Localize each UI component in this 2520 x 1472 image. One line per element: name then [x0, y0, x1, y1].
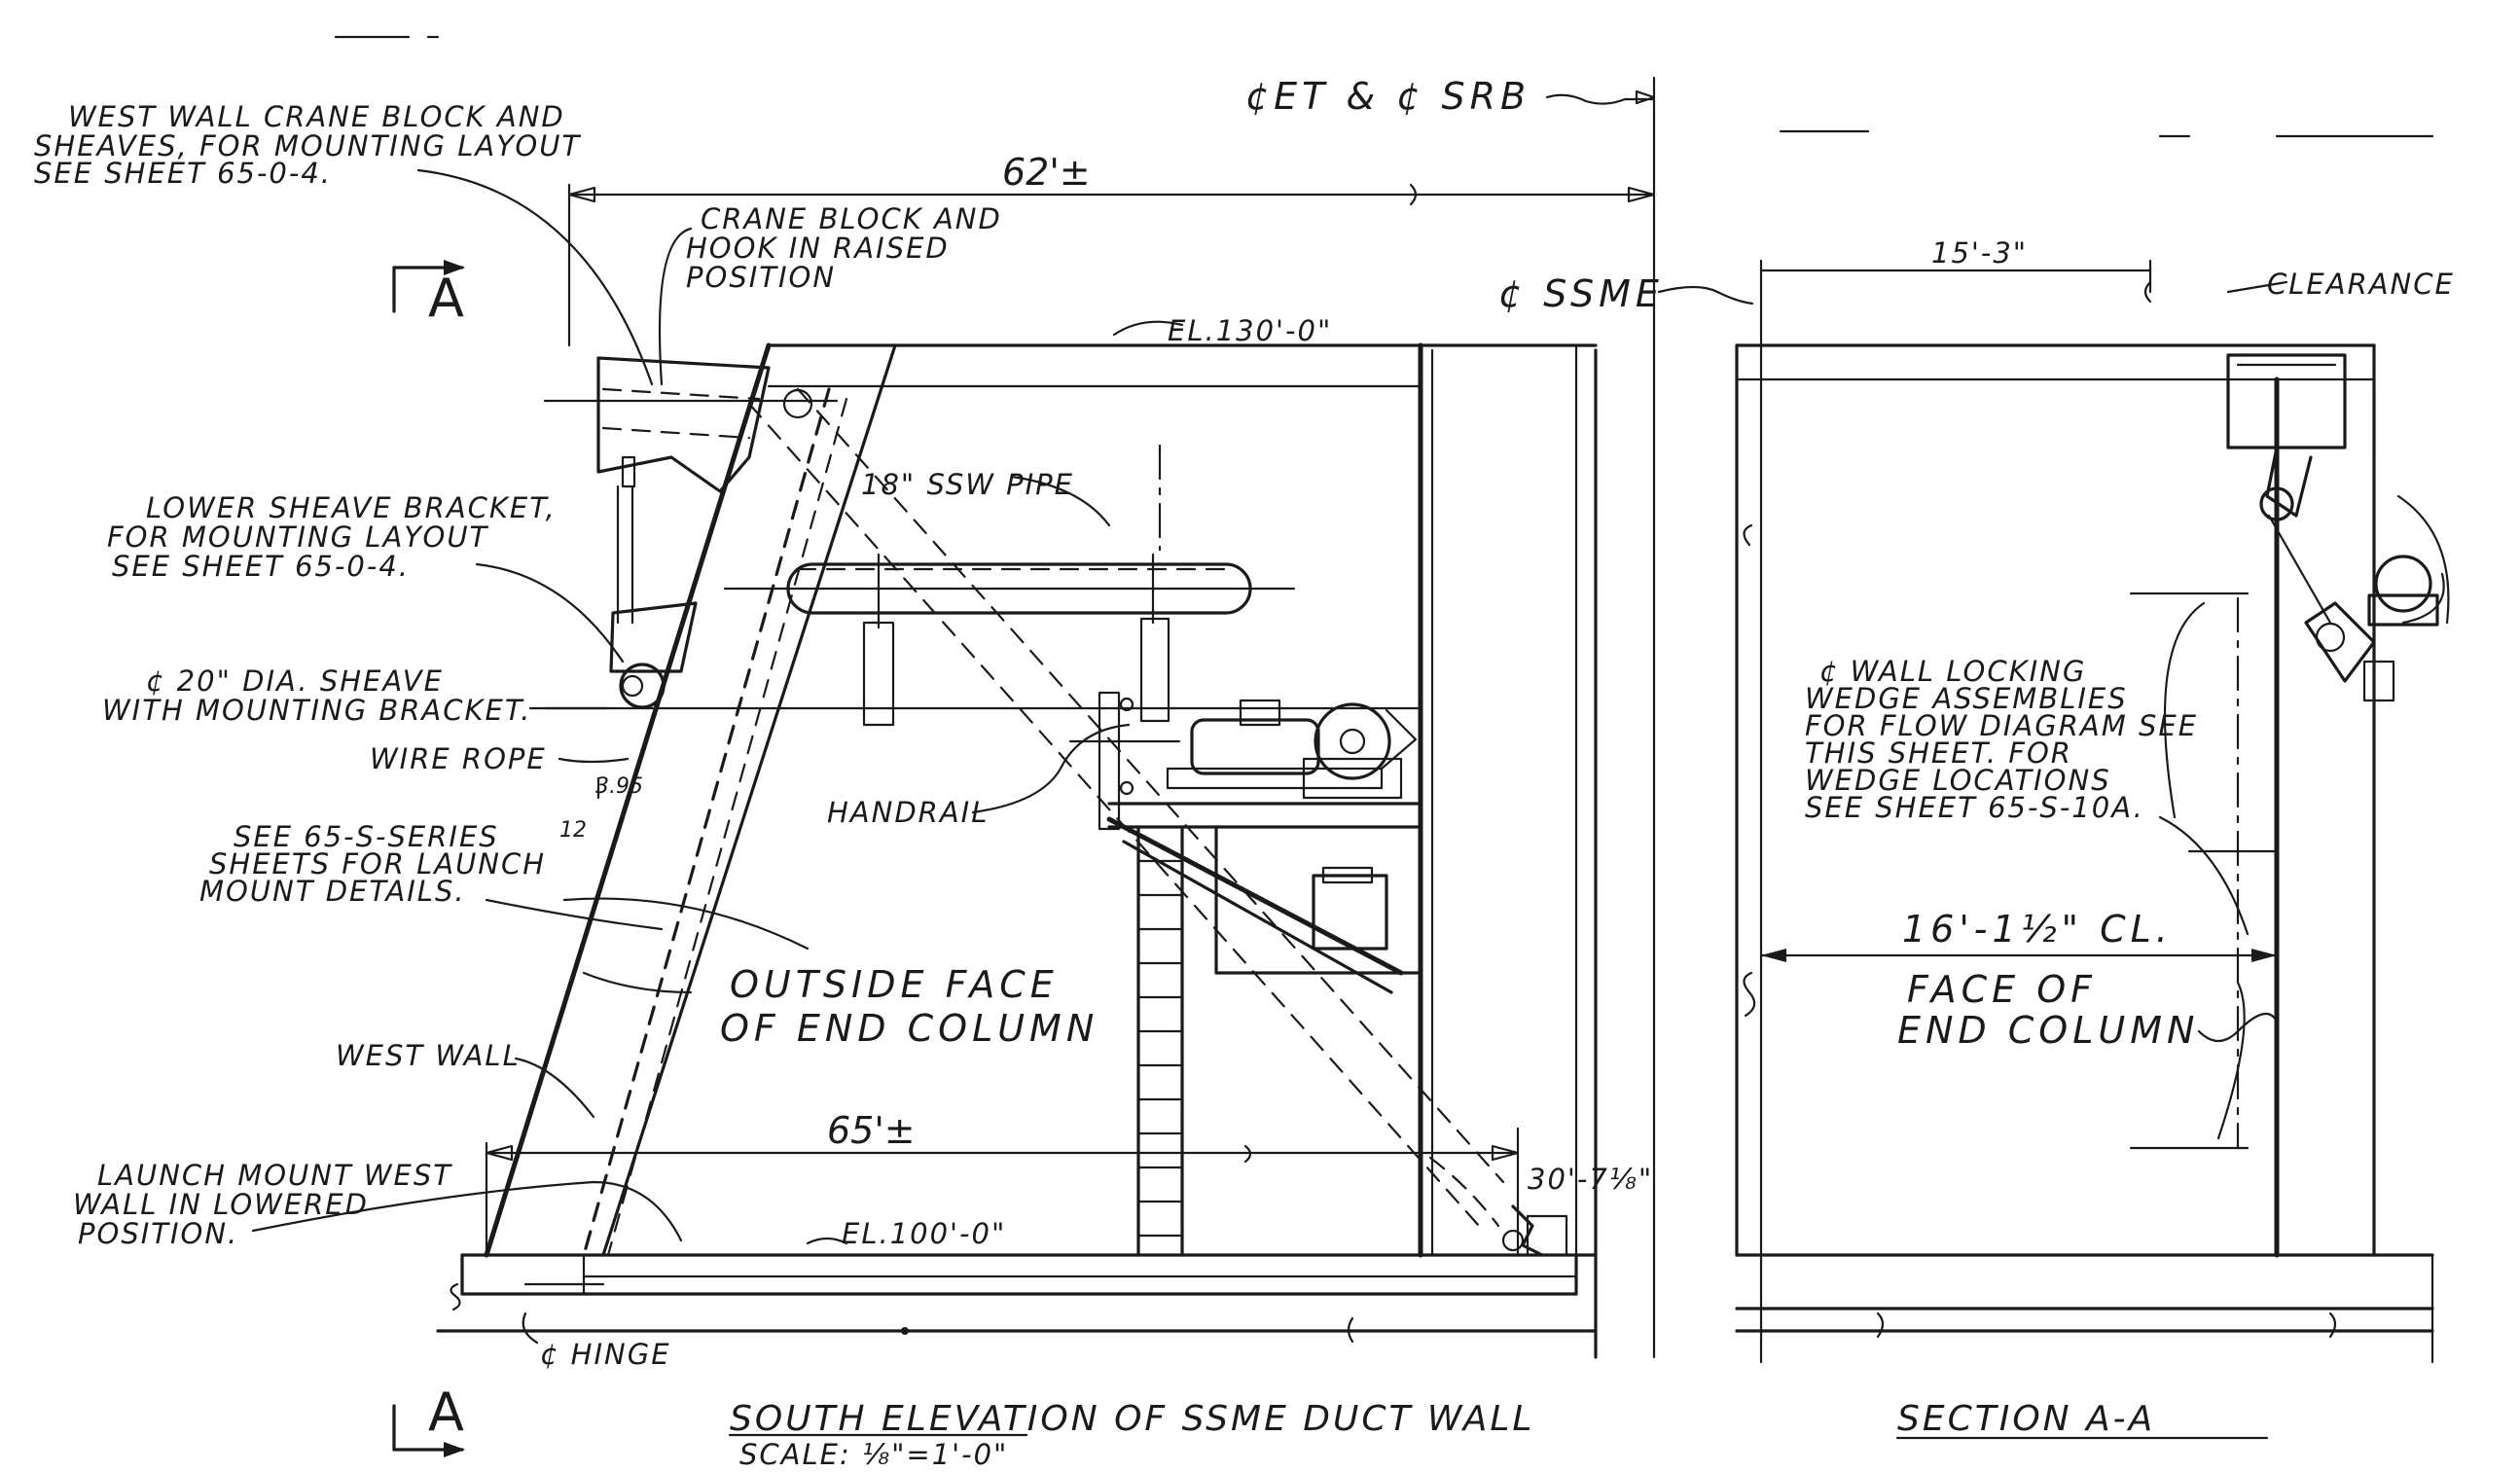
- title-section-aa: SECTION A-A: [1897, 1399, 2155, 1439]
- svg-text:MOUNT DETAILS.: MOUNT DETAILS.: [199, 875, 466, 908]
- svg-text:HOOK IN RAISED: HOOK IN RAISED: [686, 232, 950, 265]
- dim-30: 30'-7⅛": [1528, 1163, 1653, 1196]
- svg-text:SHEETS FOR LAUNCH: SHEETS FOR LAUNCH: [209, 847, 546, 880]
- hinge-label: ¢ HINGE: [540, 1338, 671, 1371]
- svg-text:LAUNCH MOUNT WEST: LAUNCH MOUNT WEST: [97, 1159, 452, 1192]
- svg-text:CRANE BLOCK AND: CRANE BLOCK AND: [701, 202, 1002, 235]
- section-mark-top: A: [428, 268, 464, 329]
- see-65s-line-1: SEE 65-S-SERIES: [234, 820, 499, 853]
- svg-text:SEE SHEET 65-0-4.: SEE SHEET 65-0-4.: [112, 550, 410, 583]
- outside-face-line-1: OUTSIDE FACE: [730, 963, 1059, 1006]
- wall-locking-line-1: ¢ WALL LOCKING: [1819, 655, 2086, 688]
- sheave-20-line-1: ¢ 20" DIA. SHEAVE: [146, 664, 444, 698]
- svg-text:¢ WALL LOCKING: ¢ WALL LOCKING: [1819, 655, 2086, 688]
- svg-text:OUTSIDE FACE: OUTSIDE FACE: [730, 963, 1059, 1006]
- svg-text:FOR FLOW DIAGRAM SEE: FOR FLOW DIAGRAM SEE: [1805, 709, 2198, 742]
- et-srb-label: ¢ET & ¢ SRB: [1245, 75, 1530, 118]
- wall-locking-line-3: FOR FLOW DIAGRAM SEE: [1805, 709, 2198, 742]
- svg-text:OF END COLUMN: OF END COLUMN: [720, 1007, 1098, 1050]
- section-mark-bottom: A: [428, 1382, 464, 1443]
- wall-locking-line-2: WEDGE ASSEMBLIES: [1805, 682, 2128, 715]
- svg-text:END COLUMN: END COLUMN: [1897, 1009, 2199, 1052]
- ladder-rungs: [1136, 859, 1184, 1238]
- wall-locking-line-4: THIS SHEET. FOR: [1805, 736, 2072, 770]
- svg-text:¢ 20" DIA. SHEAVE: ¢ 20" DIA. SHEAVE: [146, 664, 444, 698]
- el-100-label: EL.100'-0": [842, 1217, 1006, 1250]
- section-a-a: [1735, 129, 2450, 1364]
- west-crane-line-2: SHEAVES, FOR MOUNTING LAYOUT: [34, 129, 581, 162]
- lower-sheave-line-2: FOR MOUNTING LAYOUT: [107, 521, 489, 554]
- west-crane-line-1: WEST WALL CRANE BLOCK AND: [68, 100, 565, 133]
- svg-text:POSITION.: POSITION.: [78, 1217, 238, 1250]
- launch-mount-line-1: LAUNCH MOUNT WEST: [97, 1159, 452, 1192]
- launch-mount-line-3: POSITION.: [78, 1217, 238, 1250]
- svg-text:SHEAVES, FOR MOUNTING LAYOUT: SHEAVES, FOR MOUNTING LAYOUT: [34, 129, 581, 162]
- svg-text:SEE SHEET 65-S-10A.: SEE SHEET 65-S-10A.: [1805, 791, 2144, 824]
- ssw-pipe-label: 18" SSW PIPE: [861, 468, 1074, 501]
- see-65s-line-2: SHEETS FOR LAUNCH: [209, 847, 546, 880]
- svg-text:FACE OF: FACE OF: [1907, 968, 2097, 1011]
- svg-text:WEDGE ASSEMBLIES: WEDGE ASSEMBLIES: [1805, 682, 2128, 715]
- el-130-label: EL.130'-0": [1168, 314, 1332, 347]
- west-wall-label: WEST WALL: [336, 1039, 521, 1072]
- wall-locking-line-6: SEE SHEET 65-S-10A.: [1805, 791, 2144, 824]
- crane-hook-line-2: HOOK IN RAISED: [686, 232, 950, 265]
- dim-62: 62'±: [1002, 151, 1091, 194]
- svg-text:THIS SHEET. FOR: THIS SHEET. FOR: [1805, 736, 2072, 770]
- west-crane-line-3: SEE SHEET 65-0-4.: [34, 157, 332, 190]
- svg-text:LOWER SHEAVE BRACKET,: LOWER SHEAVE BRACKET,: [146, 491, 557, 524]
- svg-text:WEDGE LOCATIONS: WEDGE LOCATIONS: [1805, 764, 2111, 797]
- launch-mount-line-2: WALL IN LOWERED: [73, 1188, 369, 1221]
- sheave-20-line-2: WITH MOUNTING BRACKET.: [102, 694, 531, 727]
- dim-65: 65'±: [827, 1109, 916, 1152]
- svg-text:FOR MOUNTING LAYOUT: FOR MOUNTING LAYOUT: [107, 521, 489, 554]
- svg-text:SEE 65-S-SERIES: SEE 65-S-SERIES: [234, 820, 499, 853]
- svg-text:WITH MOUNTING BRACKET.: WITH MOUNTING BRACKET.: [102, 694, 531, 727]
- title-south-elevation: SOUTH ELEVATION OF SSME DUCT WALL: [730, 1399, 1534, 1439]
- svg-text:SEE SHEET 65-0-4.: SEE SHEET 65-0-4.: [34, 157, 332, 190]
- south-elevation: [251, 35, 1754, 1457]
- see-65s-line-3: MOUNT DETAILS.: [199, 875, 466, 908]
- ssme-label: ¢ SSME: [1498, 272, 1664, 315]
- wire-rope-label: WIRE ROPE: [370, 742, 547, 775]
- outside-face-line-2: OF END COLUMN: [720, 1007, 1098, 1050]
- face-end-col-line-1: FACE OF: [1907, 968, 2097, 1011]
- svg-text:POSITION: POSITION: [686, 261, 836, 294]
- annotations: WEST WALL CRANE BLOCK AND SHEAVES, FOR M…: [34, 75, 2455, 1471]
- crane-hook-line-3: POSITION: [686, 261, 836, 294]
- crane-hook-line-1: CRANE BLOCK AND: [701, 202, 1002, 235]
- handrail-label: HANDRAIL: [827, 796, 989, 829]
- slope-12: 12: [559, 818, 587, 843]
- lower-sheave-line-1: LOWER SHEAVE BRACKET,: [146, 491, 557, 524]
- dim-15-label: 15'-3": [1931, 236, 2028, 269]
- dim-16-label: 16'-1½" CL.: [1902, 908, 2173, 951]
- clearance-label: CLEARANCE: [2267, 268, 2455, 301]
- slope-395: 3.95: [595, 774, 643, 799]
- lower-sheave-line-3: SEE SHEET 65-0-4.: [112, 550, 410, 583]
- wall-locking-line-5: WEDGE LOCATIONS: [1805, 764, 2111, 797]
- scale-label: SCALE: ⅛"=1'-0": [739, 1438, 1008, 1471]
- face-end-col-line-2: END COLUMN: [1897, 1009, 2199, 1052]
- svg-text:WEST WALL CRANE BLOCK AND: WEST WALL CRANE BLOCK AND: [68, 100, 565, 133]
- svg-text:WALL IN LOWERED: WALL IN LOWERED: [73, 1188, 369, 1221]
